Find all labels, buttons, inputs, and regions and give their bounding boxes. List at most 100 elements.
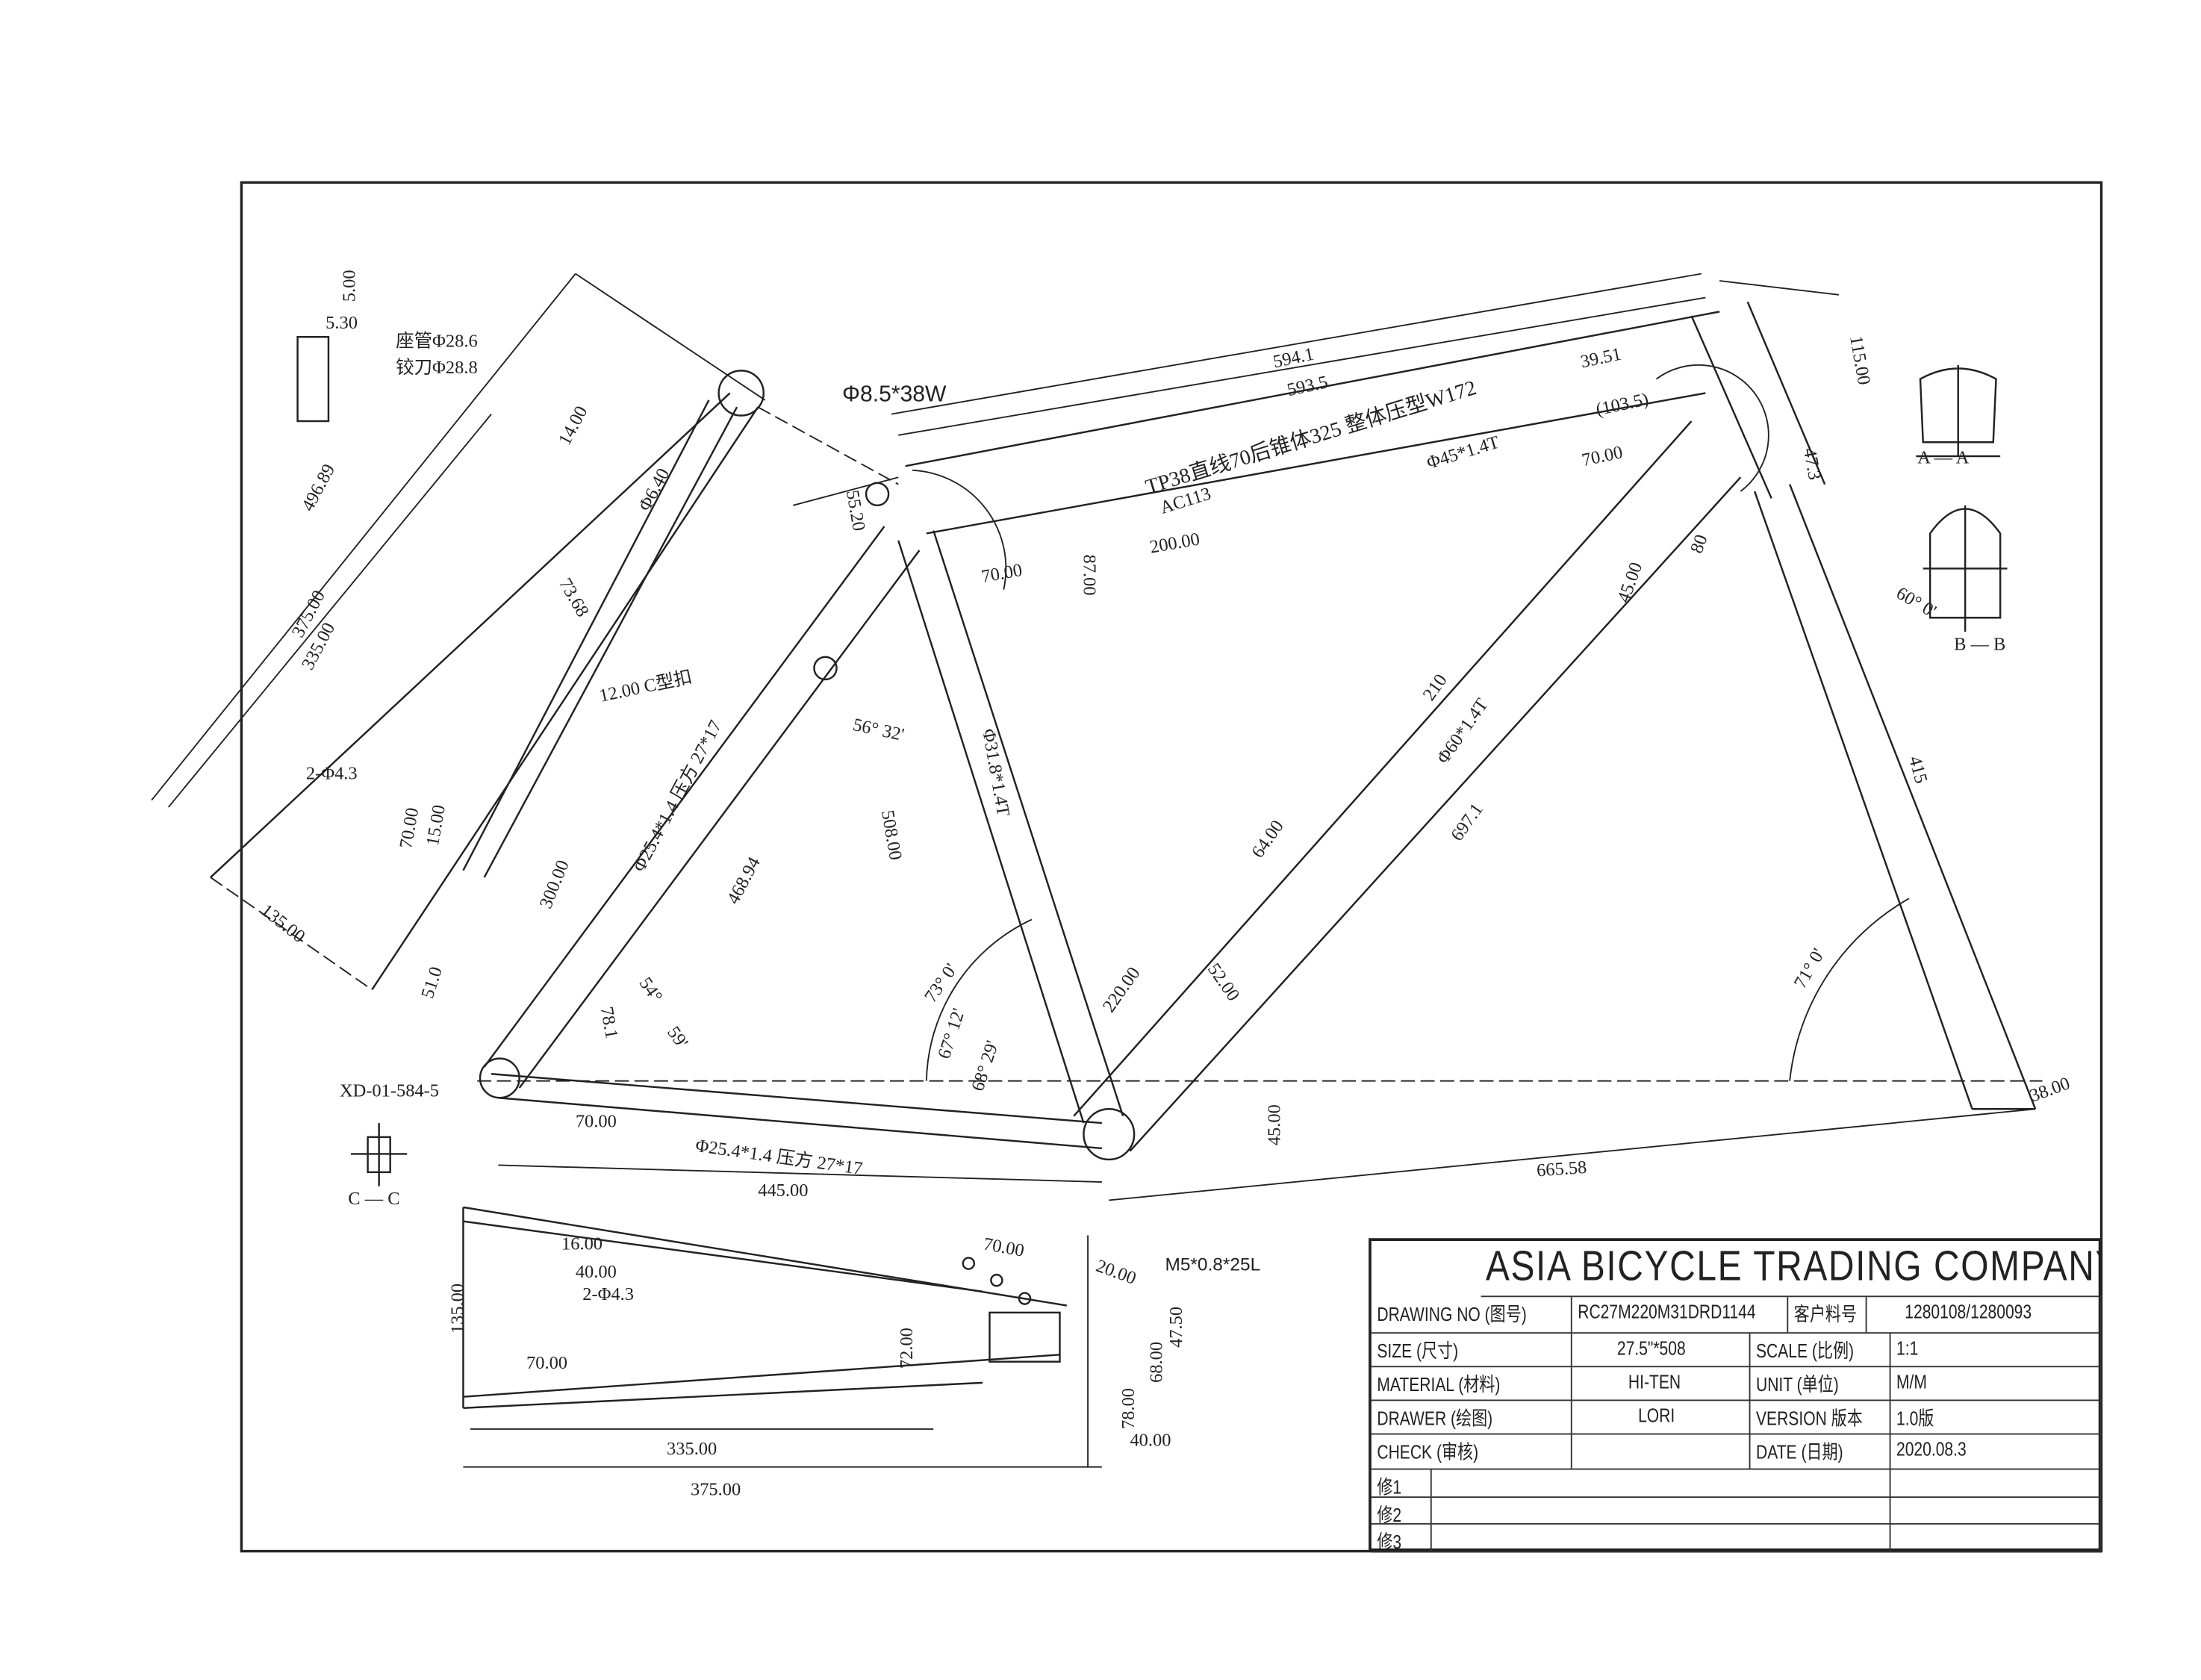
rear-dropout bbox=[479, 1057, 520, 1099]
dimension-label: 87.00 bbox=[1079, 555, 1099, 596]
dimension-label: 68° 29' bbox=[968, 1038, 1003, 1093]
dimension-label: 70.00 bbox=[576, 1112, 617, 1132]
dimension-label: 115.00 bbox=[1846, 335, 1874, 387]
dimension-label: 38.00 bbox=[2027, 1073, 2073, 1106]
seat-clamp bbox=[865, 482, 890, 507]
revision-date bbox=[1890, 1497, 2102, 1525]
field-value: RC27M220M31DRD1144 bbox=[1572, 1297, 1789, 1334]
dimension-label: 300.00 bbox=[536, 857, 573, 911]
dimension-label: A — A bbox=[1917, 447, 1970, 467]
dimension-label: 47.3 bbox=[1799, 447, 1825, 482]
dimension-label: 55.20 bbox=[842, 488, 869, 532]
dimension-label: Φ60*1.4T bbox=[1433, 695, 1492, 768]
dimension-label: 59' bbox=[663, 1023, 692, 1052]
revision-note bbox=[1431, 1497, 1891, 1525]
dimension-label: 593.5 bbox=[1286, 372, 1330, 400]
field-value: M/M bbox=[1890, 1367, 2102, 1401]
dimension-label: 78.00 bbox=[1118, 1388, 1139, 1429]
dimension-label: 45.00 bbox=[1265, 1104, 1285, 1145]
revision-date bbox=[1890, 1524, 2102, 1552]
dimension-label: 70.00 bbox=[980, 560, 1024, 587]
chain-stay bbox=[491, 1073, 1102, 1150]
dimension-label: 39.51 bbox=[1579, 344, 1623, 373]
fork bbox=[1753, 484, 2037, 1110]
field-label: DATE (日期) bbox=[1750, 1434, 1891, 1470]
revision-label: 修1 bbox=[1371, 1469, 1432, 1498]
dimension-label: 135.00 bbox=[257, 900, 309, 948]
field-label: VERSION 版本 bbox=[1750, 1401, 1891, 1435]
dimension-label: 375.00 bbox=[691, 1479, 741, 1499]
field-label: MATERIAL (材料) bbox=[1371, 1367, 1572, 1401]
dimension-label: Φ31.8*1.4T bbox=[978, 727, 1013, 818]
dimension-label: 508.00 bbox=[877, 809, 906, 862]
dimension-label: M5*0.8*25L bbox=[1165, 1254, 1260, 1275]
dimension-label: 78.1 bbox=[597, 1005, 622, 1040]
dimension-label: 468.94 bbox=[723, 853, 765, 907]
field-value: 1280108/1280093 bbox=[1867, 1297, 2102, 1334]
field-value: HI-TEN bbox=[1572, 1367, 1751, 1401]
field-label: 客户料号 bbox=[1788, 1297, 1867, 1334]
dimension-label: 座管Φ28.6 bbox=[396, 330, 478, 351]
bottom-bracket bbox=[1083, 1108, 1136, 1161]
chain-stay-detail bbox=[462, 1206, 1102, 1468]
revision-label: 修3 bbox=[1371, 1524, 1432, 1552]
dimension-label: 54° bbox=[635, 974, 667, 1007]
dimension-label: 67° 12' bbox=[934, 1006, 969, 1061]
field-value: 2020.08.3 bbox=[1890, 1434, 2102, 1470]
dimension-label: 40.00 bbox=[576, 1262, 617, 1282]
seat-stay-detail bbox=[151, 273, 766, 991]
field-label: SIZE (尺寸) bbox=[1371, 1334, 1572, 1368]
dimension-label: 52.00 bbox=[1204, 959, 1244, 1005]
dimension-label: 200.00 bbox=[1148, 529, 1201, 557]
dimension-label: Φ45*1.4T bbox=[1425, 432, 1502, 473]
dimension-label: 496.89 bbox=[298, 461, 339, 514]
dimension-label: 14.00 bbox=[555, 402, 592, 448]
section-a-a bbox=[1916, 364, 2001, 458]
title-block: ASIA BICYCLE TRADING COMPANY DRAWING NO … bbox=[1369, 1238, 2102, 1552]
dimension-label: 51.0 bbox=[417, 964, 446, 1001]
dimension-label: B — B bbox=[1954, 634, 2005, 654]
dimension-label: 335.00 bbox=[667, 1439, 717, 1459]
dimension-label: 415 bbox=[1905, 754, 1931, 785]
dimension-label: 68.00 bbox=[1147, 1342, 1167, 1383]
dimension-label: 70.00 bbox=[1580, 442, 1624, 470]
seat-tube bbox=[897, 530, 1124, 1124]
dimension-label: 594.1 bbox=[1271, 344, 1316, 373]
dimension-label: 45.00 bbox=[1613, 560, 1646, 606]
dimension-label: 15.00 bbox=[423, 803, 449, 847]
dimension-label: Φ8.5*38W bbox=[842, 382, 947, 407]
field-label: DRAWER (绘图) bbox=[1371, 1401, 1572, 1435]
dimension-label: 220.00 bbox=[1099, 963, 1145, 1016]
field-value: 27.5"*508 bbox=[1572, 1334, 1751, 1368]
dimension-label: 64.00 bbox=[1248, 817, 1288, 862]
top-tube bbox=[891, 273, 1720, 535]
seat-stay bbox=[483, 526, 921, 1089]
dimension-label: Φ25.4*1.4 压方 27*17 bbox=[629, 717, 726, 875]
dimension-label: 72.00 bbox=[897, 1328, 917, 1369]
head-tube bbox=[1690, 280, 1840, 499]
dimension-label: 47.50 bbox=[1166, 1307, 1186, 1348]
dimension-label: 73.68 bbox=[555, 575, 593, 620]
sheet-border bbox=[240, 181, 2103, 1553]
dimension-label: 445.00 bbox=[758, 1180, 808, 1201]
dimension-label: 铰刀Φ28.8 bbox=[396, 357, 478, 378]
dimension-label: 56° 32' bbox=[851, 715, 906, 745]
field-value: 1.0版 bbox=[1890, 1401, 2102, 1435]
revision-label: 修2 bbox=[1371, 1497, 1432, 1525]
dimension-label: 2-Φ4.3 bbox=[306, 763, 358, 783]
dimension-label: 70.00 bbox=[982, 1234, 1026, 1261]
company-name: ASIA BICYCLE TRADING COMPANY bbox=[1481, 1241, 2102, 1298]
field-value bbox=[1572, 1434, 1751, 1470]
dimension-label: Φ6.40 bbox=[635, 465, 673, 514]
field-label: DRAWING NO (图号) bbox=[1371, 1297, 1572, 1334]
down-tube bbox=[1073, 420, 1742, 1152]
dimension-label: 40.00 bbox=[1130, 1431, 1171, 1451]
dimension-label: 70.00 bbox=[526, 1353, 567, 1373]
field-label: CHECK (审核) bbox=[1371, 1434, 1572, 1470]
field-value: 1:1 bbox=[1890, 1334, 2102, 1368]
dimension-label: 20.00 bbox=[1093, 1256, 1139, 1289]
dimension-label: 60° 0' bbox=[1893, 583, 1940, 622]
revision-note bbox=[1431, 1524, 1891, 1552]
dimension-label: 210 bbox=[1419, 671, 1451, 705]
